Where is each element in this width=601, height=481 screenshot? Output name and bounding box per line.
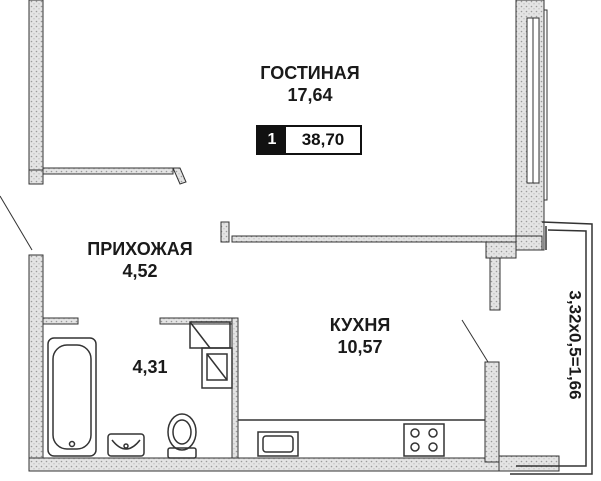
balcony-outline bbox=[510, 221, 593, 475]
room-label-kitchen: КУХНЯ 10,57 bbox=[300, 314, 420, 358]
room-label-hall: ПРИХОЖАЯ 4,52 bbox=[60, 238, 220, 282]
room-area-hall: 4,52 bbox=[122, 261, 158, 281]
washbasin bbox=[107, 433, 145, 457]
room-name-living: ГОСТИНАЯ bbox=[260, 63, 360, 83]
interior-walls bbox=[42, 167, 517, 459]
apartment-badge: 1 38,70 bbox=[256, 125, 362, 155]
room-area-bathroom: 4,31 bbox=[132, 357, 168, 377]
room-name-hall: ПРИХОЖАЯ bbox=[87, 239, 193, 259]
kitchen-counter bbox=[238, 419, 485, 457]
utility-units bbox=[189, 321, 233, 389]
bathtub bbox=[47, 337, 97, 457]
room-name-kitchen: КУХНЯ bbox=[329, 315, 391, 335]
room-count: 1 bbox=[258, 127, 286, 153]
room-area-kitchen: 10,57 bbox=[337, 337, 383, 357]
toilet bbox=[167, 413, 197, 459]
balcony-label: 3,32x0,5=1,66 bbox=[566, 290, 586, 400]
total-area: 38,70 bbox=[286, 127, 360, 153]
windows bbox=[526, 9, 548, 201]
balcony-label-wrap: 3,32x0,5=1,66 bbox=[560, 250, 590, 440]
room-label-living: ГОСТИНАЯ 17,64 bbox=[220, 62, 400, 106]
room-label-bathroom: 4,31 bbox=[110, 356, 190, 378]
room-area-living: 17,64 bbox=[287, 85, 333, 105]
door-swings bbox=[0, 195, 489, 363]
